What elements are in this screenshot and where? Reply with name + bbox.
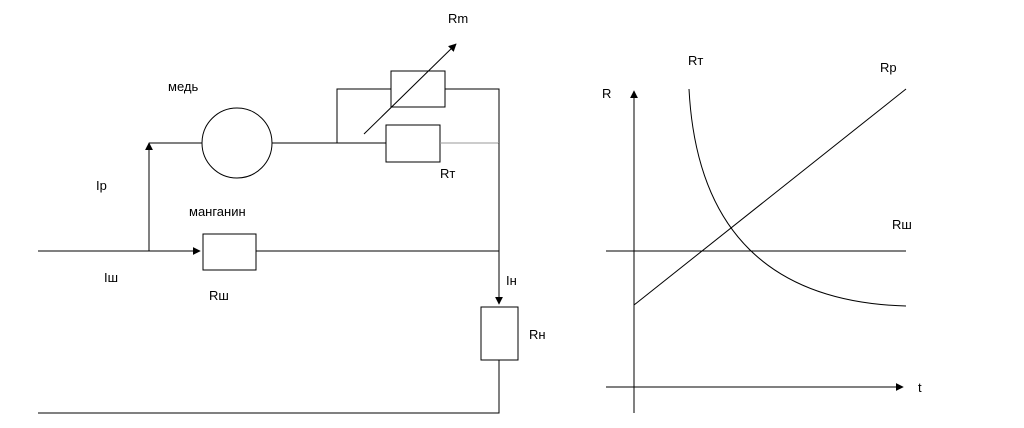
rt-resistor xyxy=(385,124,441,163)
copper-label: медь xyxy=(168,79,198,94)
rm-label: Rm xyxy=(448,11,468,26)
manganin-resistor xyxy=(202,233,257,271)
copper-element xyxy=(201,107,273,179)
return-wire xyxy=(38,360,500,414)
in-label: Iн xyxy=(506,273,517,288)
rm-resistor xyxy=(390,70,446,108)
load-resistor xyxy=(480,306,519,361)
rm-right-wire xyxy=(445,88,500,143)
rsh-label: Rш xyxy=(209,288,229,303)
rm-variable-arrow xyxy=(363,43,457,135)
manganin-label: манганин xyxy=(189,204,246,219)
x-axis-label: t xyxy=(918,380,922,395)
rm-left-wire xyxy=(336,88,391,143)
rsh-line-label: Rш xyxy=(892,217,912,232)
y-axis-label: R xyxy=(602,86,611,101)
rn-label: Rн xyxy=(529,327,546,342)
rt-curve xyxy=(688,88,907,307)
ish-label: Iш xyxy=(104,270,118,285)
resistance-temperature-graph: R t Rт Rр Rш xyxy=(602,53,922,413)
rp-line-label: Rр xyxy=(880,60,897,75)
rt-curve-label: Rт xyxy=(688,53,703,68)
circuit-diagram: медь манганин Rm Rт Rш Rн Iр Iш Iн xyxy=(38,11,546,414)
rt-label: Rт xyxy=(440,166,455,181)
rp-line xyxy=(633,88,907,306)
ip-label: Iр xyxy=(96,178,107,193)
